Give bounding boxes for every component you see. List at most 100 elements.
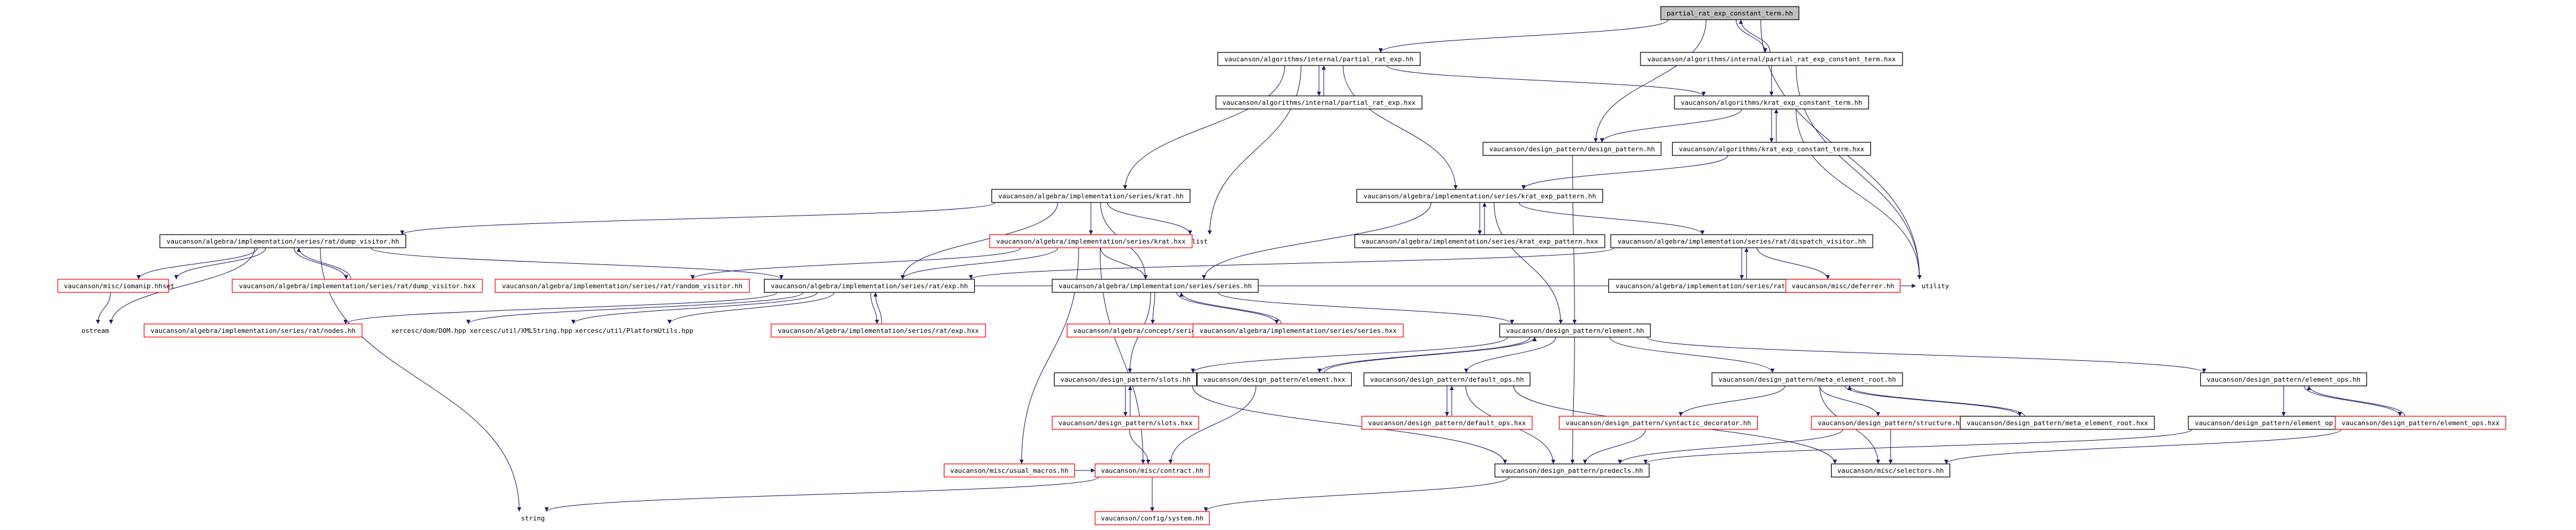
graph-node-vaucanson-algebra-implementation-series-krat-exp-pattern-hxx[interactable]: vaucanson/algebra/implementation/series/… xyxy=(1354,234,1605,248)
edge-vaucanson-design-pattern-element-hh-to-vaucanson-design-pattern-meta-element-root-hh xyxy=(1610,336,1774,373)
graph-node-vaucanson-algorithms-krat-exp-constant-term-hh[interactable]: vaucanson/algorithms/krat_exp_constant_t… xyxy=(1674,95,1869,110)
edge-vaucanson-design-pattern-element-hh-to-vaucanson-design-pattern-default-ops-hh xyxy=(1464,336,1557,373)
graph-node-vaucanson-misc-deferrer-hh[interactable]: vaucanson/misc/deferrer.hh xyxy=(1785,279,1901,293)
node-box xyxy=(1558,416,1758,430)
node-box xyxy=(1356,189,1604,203)
graph-node-string: string xyxy=(521,515,545,522)
graph-node-vaucanson-misc-contract-hh[interactable]: vaucanson/misc/contract.hh xyxy=(1094,463,1210,478)
node-box xyxy=(1052,416,1199,430)
edge-partial-rat-exp-constant-term-hh-to-vaucanson-algorithms-internal-partial-rat-exp-constant-term-hxx xyxy=(1736,19,1767,53)
node-label: vaucanson/algebra/implementation/series/… xyxy=(778,327,979,335)
graph-node-vaucanson-design-pattern-design-pattern-hh[interactable]: vaucanson/design_pattern/design_pattern.… xyxy=(1482,142,1662,156)
graph-node-vaucanson-design-pattern-element-op-traits-hh[interactable]: vaucanson/design_pattern/element_op_trai… xyxy=(2188,416,2379,430)
edge-vaucanson-algebra-implementation-series-krat-exp-pattern-hh-to-vaucanson-design-pattern-element-hh xyxy=(1493,202,1563,325)
node-label: vaucanson/misc/contract.hh xyxy=(1101,467,1203,475)
node-label: vaucanson/design_pattern/element.hh xyxy=(1506,327,1644,335)
graph-node-vaucanson-design-pattern-slots-hxx[interactable]: vaucanson/design_pattern/slots.hxx xyxy=(1052,416,1199,430)
edge-vaucanson-algorithms-internal-partial-rat-exp-hh-to-vaucanson-algorithms-krat-exp-constant-term-hh xyxy=(1386,65,1706,96)
graph-node-vaucanson-design-pattern-default-ops-hh[interactable]: vaucanson/design_pattern/default_ops.hh xyxy=(1363,372,1531,386)
graph-node-vaucanson-misc-usual-macros-hh[interactable]: vaucanson/misc/usual_macros.hh xyxy=(943,463,1075,478)
graph-node-vaucanson-design-pattern-element-hh[interactable]: vaucanson/design_pattern/element.hh xyxy=(1499,323,1651,338)
node-box xyxy=(1215,95,1423,110)
node-box xyxy=(1960,416,2155,430)
node-label: vaucanson/algebra/implementation/series/… xyxy=(998,192,1183,200)
graph-node-vaucanson-algebra-implementation-series-rat-random-visitor-hh[interactable]: vaucanson/algebra/implementation/series/… xyxy=(494,279,750,293)
edge-vaucanson-algebra-implementation-series-rat-dump-visitor-hxx-to-vaucanson-algebra-implementation-series-rat-dump-visitor-hh xyxy=(297,247,351,280)
graph-node-vaucanson-design-pattern-element-ops-hxx[interactable]: vaucanson/design_pattern/element_ops.hxx xyxy=(2335,416,2506,430)
node-box xyxy=(989,234,1193,248)
node-box xyxy=(1494,463,1650,478)
graph-node-vaucanson-config-system-hh[interactable]: vaucanson/config/system.hh xyxy=(1094,511,1210,525)
graph-node-vaucanson-design-pattern-meta-element-root-hh[interactable]: vaucanson/design_pattern/meta_element_ro… xyxy=(1711,372,1903,386)
node-box xyxy=(494,279,750,293)
node-box xyxy=(2200,372,2368,386)
node-box xyxy=(1361,416,1533,430)
edge-vaucanson-design-pattern-element-ops-hxx-to-vaucanson-design-pattern-element-ops-hh xyxy=(2307,385,2405,417)
graph-node-vaucanson-algebra-implementation-series-rat-exp-hxx[interactable]: vaucanson/algebra/implementation/series/… xyxy=(771,323,986,338)
edge-vaucanson-algebra-implementation-series-krat-hh-to-vaucanson-algebra-implementation-series-rat-exp-hh xyxy=(900,202,1058,280)
edge-vaucanson-misc-contract-hh-to-string xyxy=(544,476,1099,512)
node-box xyxy=(1610,234,1873,248)
graph-node-vaucanson-algebra-implementation-series-rat-dump-visitor-hxx[interactable]: vaucanson/algebra/implementation/series/… xyxy=(232,279,483,293)
graph-node-vaucanson-algorithms-krat-exp-constant-term-hxx[interactable]: vaucanson/algorithms/krat_exp_constant_t… xyxy=(1671,142,1872,156)
graph-node-vaucanson-algorithms-internal-partial-rat-exp-constant-term-hxx[interactable]: vaucanson/algorithms/internal/partial_ra… xyxy=(1640,52,1903,66)
graph-node-vaucanson-algebra-implementation-series-krat-hh[interactable]: vaucanson/algebra/implementation/series/… xyxy=(991,189,1191,203)
graph-node-vaucanson-algebra-implementation-series-series-hxx[interactable]: vaucanson/algebra/implementation/series/… xyxy=(1192,323,1404,338)
graph-node-vaucanson-misc-selectors-hh[interactable]: vaucanson/misc/selectors.hh xyxy=(1830,463,1951,478)
edge-vaucanson-algebra-implementation-series-rat-dump-visitor-hh-to-string xyxy=(320,247,522,512)
graph-node-vaucanson-design-pattern-structure-hh[interactable]: vaucanson/design_pattern/structure.hh xyxy=(1811,416,1970,430)
node-label: vaucanson/misc/deferrer.hh xyxy=(1792,282,1894,290)
edge-vaucanson-algorithms-internal-partial-rat-exp-hh-to-vaucanson-algebra-implementation-series-krat-hh xyxy=(1122,65,1286,190)
edge-vaucanson-algebra-implementation-series-krat-hh-to-list xyxy=(1106,202,1192,235)
nodes-layer: partial_rat_exp_constant_term.hh vaucanso… xyxy=(57,6,2506,525)
edge-vaucanson-design-pattern-slots-hh-to-vaucanson-design-pattern-predecls-hh xyxy=(1192,385,1507,464)
edge-vaucanson-algorithms-krat-exp-constant-term-hh-to-utility xyxy=(1795,108,1922,280)
node-label: vaucanson/algorithms/krat_exp_constant_t… xyxy=(1679,145,1864,153)
graph-node-vaucanson-design-pattern-meta-element-root-hxx[interactable]: vaucanson/design_pattern/meta_element_ro… xyxy=(1960,416,2155,430)
edge-vaucanson-design-pattern-structure-hh-to-vaucanson-design-pattern-predecls-hh xyxy=(1617,429,1844,464)
node-label: partial_rat_exp_constant_term.hh xyxy=(1667,10,1793,17)
node-box xyxy=(1499,323,1651,338)
graph-node-vaucanson-algebra-implementation-series-rat-nodes-hh[interactable]: vaucanson/algebra/implementation/series/… xyxy=(144,323,363,338)
node-label: vaucanson/algorithms/internal/partial_ra… xyxy=(1222,99,1416,107)
node-label: vaucanson/design_pattern/element_ops.hxx xyxy=(2342,419,2500,427)
graph-node-vaucanson-algorithms-internal-partial-rat-exp-hxx[interactable]: vaucanson/algorithms/internal/partial_ra… xyxy=(1215,95,1423,110)
graph-node-vaucanson-design-pattern-slots-hh[interactable]: vaucanson/design_pattern/slots.hh xyxy=(1053,372,1197,386)
node-box xyxy=(763,279,975,293)
graph-node-vaucanson-design-pattern-predecls-hh[interactable]: vaucanson/design_pattern/predecls.hh xyxy=(1494,463,1650,478)
node-label: xercesc/util/XMLString.hpp xyxy=(470,327,572,335)
edge-vaucanson-design-pattern-element-hh-to-vaucanson-design-pattern-predecls-hh xyxy=(1570,336,1575,464)
graph-node-vaucanson-algebra-implementation-series-krat-hxx[interactable]: vaucanson/algebra/implementation/series/… xyxy=(989,234,1193,248)
graph-node-vaucanson-design-pattern-syntactic-decorator-hh[interactable]: vaucanson/design_pattern/syntactic_decor… xyxy=(1558,416,1758,430)
edge-vaucanson-algebra-implementation-series-krat-hh-to-vaucanson-algebra-implementation-series-rat-dump-visitor-hh xyxy=(400,202,996,235)
graph-node-vaucanson-algebra-implementation-series-rat-dump-visitor-hh[interactable]: vaucanson/algebra/implementation/series/… xyxy=(159,234,407,248)
edge-vaucanson-algebra-implementation-series-krat-hxx-to-vaucanson-algebra-implementation-series-rat-exp-hh xyxy=(900,247,1058,280)
graph-node-vaucanson-algebra-implementation-series-rat-dispatch-visitor-hh[interactable]: vaucanson/algebra/implementation/series/… xyxy=(1610,234,1873,248)
edge-vaucanson-algebra-implementation-series-rat-dump-visitor-hh-to-set xyxy=(174,247,266,280)
node-box xyxy=(1660,6,1800,20)
graph-node-vaucanson-algebra-implementation-series-rat-exp-hh[interactable]: vaucanson/algebra/implementation/series/… xyxy=(763,279,975,293)
graph-node-vaucanson-misc-iomanip-hh[interactable]: vaucanson/misc/iomanip.hh xyxy=(57,279,169,293)
node-box xyxy=(1671,142,1872,156)
graph-node-vaucanson-algebra-implementation-series-series-hh[interactable]: vaucanson/algebra/implementation/series/… xyxy=(1052,279,1259,293)
graph-node-vaucanson-design-pattern-default-ops-hxx[interactable]: vaucanson/design_pattern/default_ops.hxx xyxy=(1361,416,1533,430)
edge-vaucanson-algebra-implementation-series-rat-exp-hh-to-xercesc-util-xmlstring-hpp xyxy=(571,292,818,325)
node-label: vaucanson/design_pattern/predecls.hh xyxy=(1501,467,1643,475)
graph-node-vaucanson-algebra-implementation-series-krat-exp-pattern-hh[interactable]: vaucanson/algebra/implementation/series/… xyxy=(1356,189,1604,203)
edge-vaucanson-design-pattern-element-ops-hh-to-vaucanson-design-pattern-element-ops-hxx xyxy=(2304,385,2402,417)
graph-node-xercesc-dom-dom-hpp: xercesc/dom/DOM.hpp xyxy=(391,327,466,335)
edge-vaucanson-design-pattern-element-hh-to-vaucanson-design-pattern-slots-hh xyxy=(1190,336,1508,373)
edge-vaucanson-design-pattern-meta-element-root-hxx-to-vaucanson-design-pattern-meta-element-root-hh xyxy=(1847,385,2025,417)
node-label: vaucanson/misc/iomanip.hh xyxy=(64,282,163,290)
edge-vaucanson-design-pattern-meta-element-root-hh-to-vaucanson-design-pattern-structure-hh xyxy=(1819,385,1880,417)
node-label: vaucanson/algebra/implementation/series/… xyxy=(502,282,743,290)
graph-node-vaucanson-design-pattern-element-ops-hh[interactable]: vaucanson/design_pattern/element_ops.hh xyxy=(2200,372,2368,386)
graph-node-vaucanson-algorithms-internal-partial-rat-exp-hh[interactable]: vaucanson/algorithms/internal/partial_ra… xyxy=(1217,52,1421,66)
graph-node-vaucanson-design-pattern-element-hxx[interactable]: vaucanson/design_pattern/element.hxx xyxy=(1196,372,1352,386)
graph-node-partial-rat-exp-constant-term-hh[interactable]: partial_rat_exp_constant_term.hh xyxy=(1660,6,1800,20)
edge-vaucanson-algebra-implementation-series-series-hh-to-vaucanson-algebra-implementation-series-series-hxx xyxy=(1176,292,1279,325)
node-label: list xyxy=(1192,238,1208,245)
graph-node-ostream: ostream xyxy=(82,327,110,335)
edge-vaucanson-algebra-implementation-series-rat-dump-visitor-hh-to-ostream xyxy=(109,247,255,325)
